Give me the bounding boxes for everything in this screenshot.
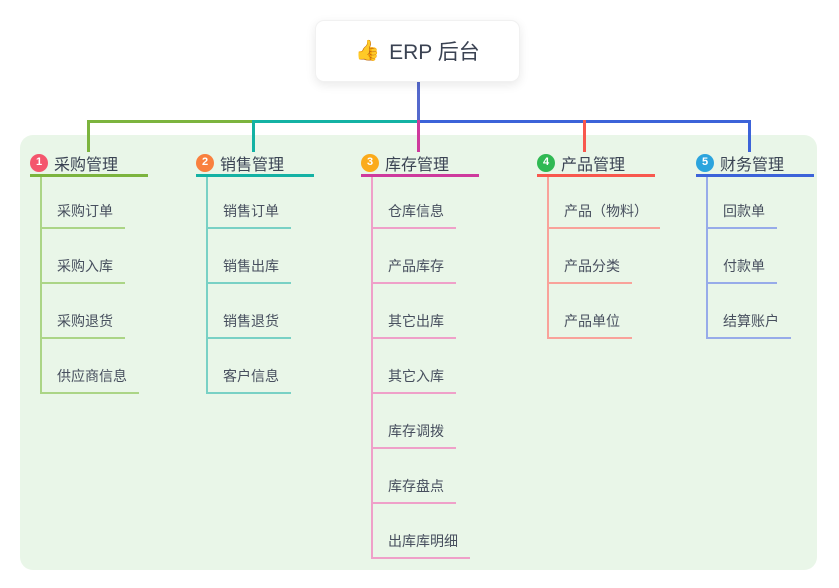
mindmap-node[interactable]: 客户信息: [206, 366, 291, 394]
mindmap-node[interactable]: 产品（物料）: [547, 201, 660, 229]
branch-number-badge: 3: [361, 153, 379, 172]
mindmap-node[interactable]: 销售订单: [206, 201, 291, 229]
branch-connector-line: [547, 177, 549, 339]
branch-label: 产品管理: [561, 156, 626, 174]
branch-label: 采购管理: [54, 156, 119, 174]
mindmap-node[interactable]: 其它入库: [371, 366, 456, 394]
horizontal-connector-line: [253, 120, 418, 123]
branch-connector-line: [206, 177, 208, 394]
mindmap-node[interactable]: 仓库信息: [371, 201, 456, 229]
branch-label: 财务管理: [720, 156, 785, 174]
branch-number-badge: 2: [196, 153, 214, 172]
mindmap-node[interactable]: 付款单: [706, 256, 777, 284]
branch: 4 产品管理 产品（物料） 产品分类产品单位: [537, 151, 660, 339]
mindmap-node[interactable]: 结算账户: [706, 311, 791, 339]
mindmap-node[interactable]: 采购订单: [40, 201, 125, 229]
branch-drop-line: [86, 120, 90, 152]
branch-node[interactable]: 1 采购管理: [30, 151, 148, 177]
branch-number-badge: 1: [30, 153, 48, 172]
branches-panel: [20, 135, 817, 570]
branch-label: 销售管理: [220, 156, 285, 174]
branch-node[interactable]: 5 财务管理: [696, 151, 814, 177]
mindmap-node[interactable]: 其它出库: [371, 311, 456, 339]
root-node[interactable]: 👍 ERP 后台: [315, 20, 520, 82]
mindmap-node[interactable]: 供应商信息: [40, 366, 139, 394]
mindmap-node[interactable]: 销售退货: [206, 311, 291, 339]
mindmap-node[interactable]: 出库库明细: [371, 531, 470, 559]
mindmap-node[interactable]: 产品库存: [371, 256, 456, 284]
branch-connector-line: [371, 177, 373, 559]
mindmap-node[interactable]: 销售出库: [206, 256, 291, 284]
branch-drop-line: [416, 120, 420, 152]
mindmap-node[interactable]: 产品单位: [547, 311, 632, 339]
branch-node[interactable]: 2 销售管理: [196, 151, 314, 177]
mindmap-node[interactable]: 库存调拨: [371, 421, 456, 449]
mindmap-node[interactable]: 回款单: [706, 201, 777, 229]
branch-node[interactable]: 3 库存管理: [361, 151, 479, 177]
branch: 2 销售管理 销售订单销售出库销售退货客户信息: [196, 151, 314, 394]
root-node-label: ERP 后台: [389, 41, 480, 64]
branch-drop-line: [747, 120, 751, 152]
branch-connector-line: [706, 177, 708, 339]
branch-node[interactable]: 4 产品管理: [537, 151, 655, 177]
branch: 1 采购管理 采购订单采购入库采购退货供应商信息: [30, 151, 148, 394]
branch-drop-line: [251, 120, 255, 152]
mindmap-node[interactable]: 采购入库: [40, 256, 125, 284]
root-stem-line: [416, 82, 420, 120]
branch-number-badge: 5: [696, 153, 714, 172]
mindmap-node[interactable]: 产品分类: [547, 256, 632, 284]
mindmap-node[interactable]: 采购退货: [40, 311, 125, 339]
branch-label: 库存管理: [385, 156, 450, 174]
branch-connector-line: [40, 177, 42, 394]
branch: 3 库存管理 仓库信息产品库存其它出库其它入库库存调拨库存盘点出库库明细: [361, 151, 479, 559]
branch: 5 财务管理 回款单付款单结算账户: [696, 151, 814, 339]
branch-number-badge: 4: [537, 153, 555, 172]
mindmap-node[interactable]: 库存盘点: [371, 476, 456, 504]
horizontal-connector-line: [86, 120, 253, 123]
thumbs-up-icon: 👍: [355, 40, 381, 62]
branch-drop-line: [582, 120, 586, 152]
